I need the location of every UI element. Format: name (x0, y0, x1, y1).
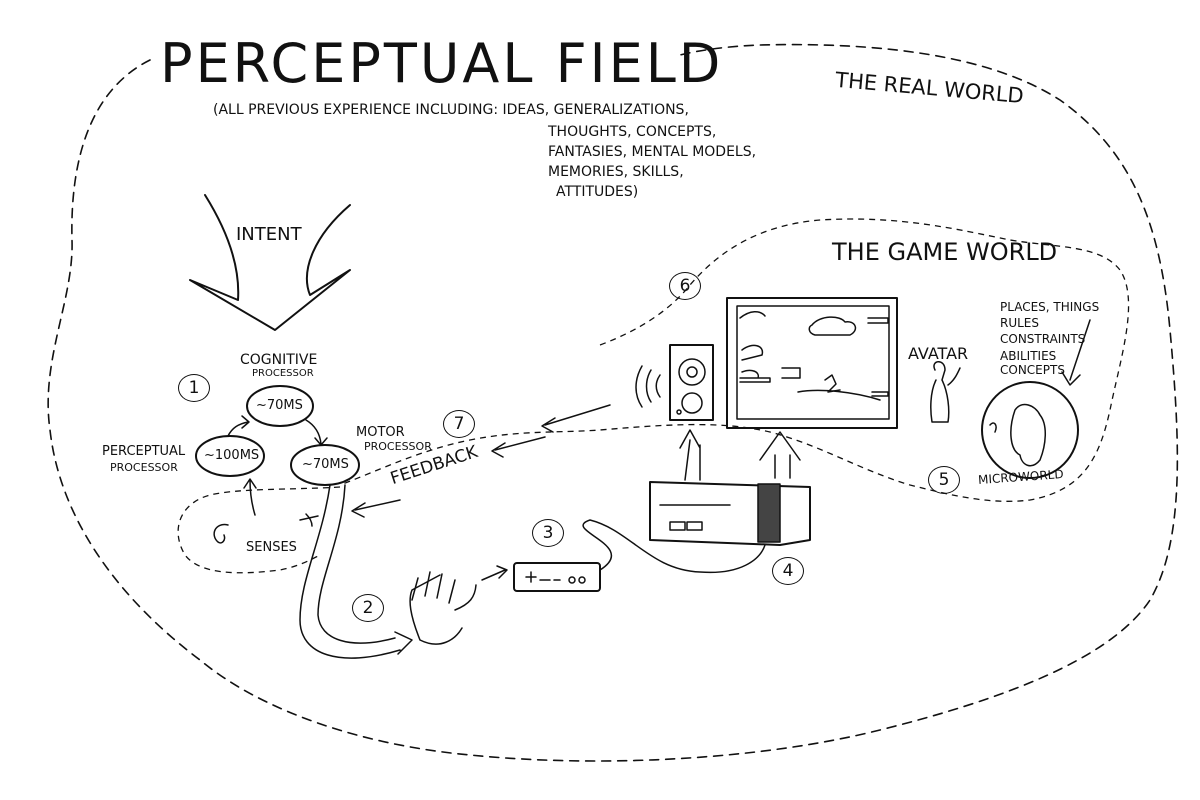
console-to-speaker-arrow (679, 429, 701, 481)
senses-to-perceptual-arrow (243, 478, 257, 516)
eye-icon (299, 513, 319, 527)
cognitive-processor-label-1: COGNITIVE (240, 352, 318, 368)
feedback-arrow-mid (491, 436, 546, 458)
feedback-arrow-senses (351, 499, 401, 518)
subtitle-line-3: FANTASIES, MENTAL MODELS, (548, 144, 757, 160)
step-number-6: 6 (669, 272, 701, 300)
cognitive-processor-label-2: PROCESSOR (252, 368, 314, 379)
motor-to-hand-path (299, 484, 413, 659)
avatar-label: AVATAR (908, 344, 969, 363)
cognitive-to-motor-arrow (305, 419, 328, 446)
step-number-5: 5 (928, 466, 960, 494)
step-number-1: 1 (178, 374, 210, 402)
speaker (669, 344, 714, 421)
step-number-4: 4 (772, 557, 804, 585)
subtitle-line-2: THOUGHTS, CONCEPTS, (548, 124, 717, 140)
cognitive-time: ~70MS (256, 398, 303, 413)
motor-processor-node (290, 444, 360, 486)
subtitle-line-1: (ALL PREVIOUS EXPERIENCE INCLUDING: IDEA… (213, 102, 689, 118)
motor-time: ~70MS (302, 457, 349, 472)
console-cartridge-slot (757, 483, 781, 543)
microworld-arrow (1061, 319, 1091, 386)
feedback-arrow-top (541, 404, 611, 433)
controller-cable (582, 519, 766, 574)
cognitive-processor-node (246, 385, 314, 427)
perceptual-field-boundary (47, 43, 1179, 762)
tv (726, 297, 898, 429)
console-to-tv-arrow (759, 431, 801, 479)
controller-dpad-icon (525, 571, 561, 583)
controller (513, 562, 601, 592)
motor-processor-label-1: MOTOR (356, 425, 405, 440)
avatar-figure (930, 361, 961, 423)
motor-processor-label-2: PROCESSOR (364, 440, 432, 453)
perceptual-processor-label-1: PERCEPTUAL (102, 444, 186, 459)
microworld-item: CONSTRAINTS (1000, 332, 1086, 346)
step-number-7: 7 (443, 410, 475, 438)
microworld-item: ABILITIES (1000, 349, 1057, 363)
senses-boundary (177, 486, 341, 574)
game-world-label: THE GAME WORLD (832, 238, 1058, 266)
microworld-globe (981, 381, 1079, 479)
step-number-3: 3 (532, 519, 564, 547)
tv-game-scene (739, 311, 889, 401)
senses-label: SENSES (246, 540, 297, 555)
step-number-2: 2 (352, 594, 384, 622)
microworld-item: RULES (1000, 316, 1040, 330)
hand-sketch (409, 571, 477, 645)
subtitle-line-5: ATTITUDES) (556, 184, 639, 200)
sound-waves-icon (635, 365, 661, 408)
microworld-item: CONCEPTS (1000, 363, 1065, 377)
perceptual-to-cognitive-arrow (227, 415, 250, 437)
subtitle-line-4: MEMORIES, SKILLS, (548, 164, 684, 180)
perceptual-time: ~100MS (204, 448, 260, 463)
microworld-item: PLACES, THINGS (1000, 300, 1100, 314)
console (649, 481, 811, 546)
ear-icon (213, 523, 229, 544)
intent-arrow (189, 194, 351, 331)
game-world-boundary (339, 218, 1130, 502)
perceptual-processor-node (195, 435, 265, 477)
page-title: PERCEPTUAL FIELD (160, 32, 724, 95)
perceptual-processor-label-2: PROCESSOR (110, 461, 178, 474)
hand-to-controller-arrow (481, 565, 508, 581)
intent-label: INTENT (236, 224, 302, 245)
